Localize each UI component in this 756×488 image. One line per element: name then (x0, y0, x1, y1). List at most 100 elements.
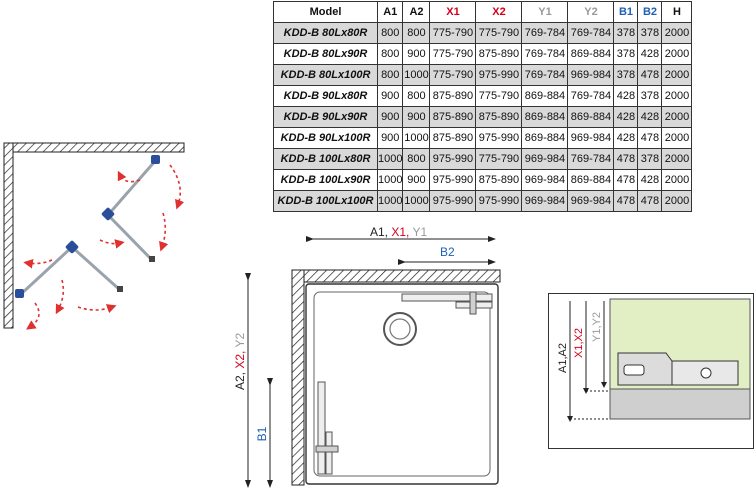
value-cell: 1000 (376, 169, 404, 191)
detail-floor (609, 388, 751, 420)
value-cell: 378 (613, 22, 639, 44)
value-cell: 900 (402, 43, 431, 65)
value-cell: 869-884 (521, 106, 569, 128)
column-header-y1: Y1 (521, 1, 569, 23)
value-cell: 2000 (661, 64, 693, 86)
value-cell: 900 (376, 85, 404, 107)
model-cell: KDD-B 90Lx100R (273, 127, 378, 149)
value-cell: 875-890 (475, 169, 523, 191)
value-cell: 428 (637, 106, 663, 128)
column-header-a2: A2 (402, 1, 431, 23)
value-cell: 869-884 (567, 106, 615, 128)
value-cell: 900 (402, 106, 431, 128)
detail-label-y: Y1,Y2 (591, 312, 603, 342)
value-cell: 1000 (402, 64, 431, 86)
model-cell: KDD-B 90Lx90R (273, 106, 378, 128)
model-cell: KDD-B 90Lx80R (273, 85, 378, 107)
value-cell: 975-990 (429, 148, 477, 170)
value-cell: 769-784 (567, 148, 615, 170)
value-cell: 800 (376, 43, 404, 65)
model-cell: KDD-B 100Lx80R (273, 148, 378, 170)
value-cell: 1000 (402, 190, 431, 212)
door-opening-diagram (3, 142, 185, 330)
value-cell: 1000 (376, 148, 404, 170)
column-header-a1: A1 (376, 1, 404, 23)
value-cell: 969-984 (567, 64, 615, 86)
value-cell: 478 (613, 148, 639, 170)
model-cell: KDD-B 100Lx90R (273, 169, 378, 191)
value-cell: 969-984 (521, 190, 569, 212)
value-cell: 975-990 (475, 64, 523, 86)
model-cell: KDD-B 80Lx90R (273, 43, 378, 65)
detail-hinge-profile (617, 352, 739, 386)
value-cell: 2000 (661, 169, 693, 191)
value-cell: 378 (637, 85, 663, 107)
plan-view-diagram: A1, X1, Y1 B2 A2, X2, Y2 B1 (233, 225, 501, 488)
value-cell: 800 (402, 22, 431, 44)
value-cell: 869-884 (521, 127, 569, 149)
value-cell: 769-784 (521, 64, 569, 86)
value-cell: 2000 (661, 148, 693, 170)
value-cell: 428 (613, 127, 639, 149)
value-cell: 769-784 (567, 85, 615, 107)
plan-door-top (401, 291, 493, 315)
value-cell: 869-884 (567, 43, 615, 65)
b1-label: B1 (255, 426, 269, 441)
detail-dimension-lines (567, 301, 610, 422)
value-cell: 2000 (661, 85, 693, 107)
value-cell: 875-890 (475, 43, 523, 65)
value-cell: 800 (376, 22, 404, 44)
width-label: A1, X1, Y1 (370, 225, 428, 239)
value-cell: 428 (613, 85, 639, 107)
model-cell: KDD-B 80Lx100R (273, 64, 378, 86)
value-cell: 869-884 (521, 85, 569, 107)
wall-left (3, 142, 14, 329)
wall-top (3, 142, 185, 153)
value-cell: 775-790 (475, 22, 523, 44)
value-cell: 875-890 (429, 106, 477, 128)
value-cell: 478 (613, 169, 639, 191)
column-header-x2: X2 (475, 1, 523, 23)
value-cell: 800 (402, 85, 431, 107)
value-cell: 2000 (661, 43, 693, 65)
model-cell: KDD-B 100Lx100R (273, 190, 378, 212)
detail-label-x: X1,X2 (573, 328, 585, 358)
value-cell: 969-984 (567, 127, 615, 149)
value-cell: 775-790 (429, 22, 477, 44)
column-header-b1: B1 (613, 1, 639, 23)
value-cell: 378 (637, 22, 663, 44)
plan-wall-top (291, 269, 501, 283)
value-cell: 2000 (661, 190, 693, 212)
column-header-x1: X1 (429, 1, 477, 23)
value-cell: 900 (402, 169, 431, 191)
value-cell: 428 (613, 106, 639, 128)
plan-door-left (315, 381, 339, 475)
shower-tray-inner (313, 291, 491, 477)
value-cell: 478 (637, 190, 663, 212)
value-cell: 775-790 (429, 64, 477, 86)
value-cell: 875-890 (475, 106, 523, 128)
hinges (15, 155, 160, 298)
plan-wall-left (291, 269, 305, 486)
value-cell: 975-990 (475, 127, 523, 149)
value-cell: 769-784 (521, 22, 569, 44)
value-cell: 775-790 (475, 148, 523, 170)
detail-label-a: A1,A2 (557, 343, 569, 373)
shower-tray-outer (305, 283, 499, 485)
value-cell: 2000 (661, 22, 693, 44)
value-cell: 1000 (376, 190, 404, 212)
value-cell: 769-784 (521, 43, 569, 65)
value-cell: 378 (613, 64, 639, 86)
value-cell: 800 (376, 64, 404, 86)
swing-arrows (23, 164, 185, 330)
value-cell: 875-890 (429, 85, 477, 107)
value-cell: 378 (637, 148, 663, 170)
